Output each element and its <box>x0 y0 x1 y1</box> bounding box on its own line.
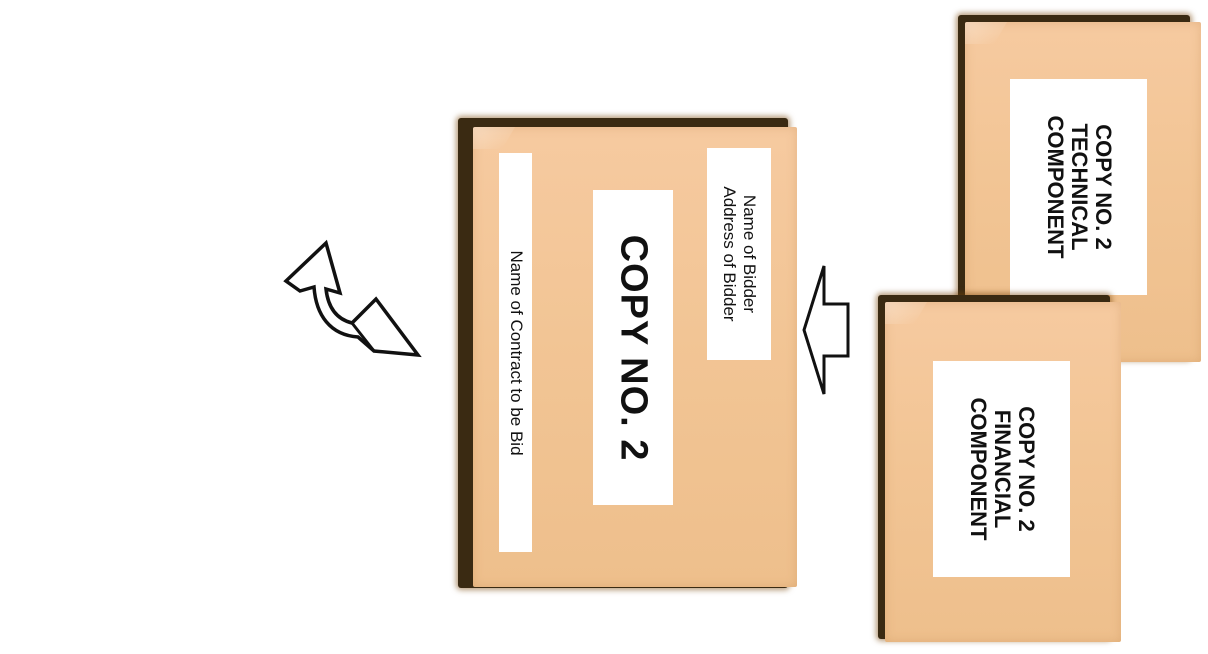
contract-name-label: Name of Contract to be Bid <box>499 153 532 552</box>
main-envelope: Name of Contract to be Bid COPY NO. 2 Na… <box>455 113 800 590</box>
copy-number-label: COPY NO. 2 <box>593 190 673 505</box>
bidder-name-text: Name of Bidder <box>740 194 759 314</box>
bidder-info-text: Name of Bidder Address of Bidder <box>719 186 759 321</box>
financial-label: COPY NO. 2 FINANCIAL COMPONENT <box>933 361 1070 577</box>
envelope-flap <box>965 22 1007 44</box>
insert-arrow-icon <box>802 265 850 395</box>
financial-line-2: FINANCIAL <box>989 409 1015 529</box>
technical-line-2: TECHNICAL <box>1066 123 1092 251</box>
financial-label-text: COPY NO. 2 FINANCIAL COMPONENT <box>965 397 1039 541</box>
bidder-info-label: Name of Bidder Address of Bidder <box>707 148 771 360</box>
envelope-flap <box>473 127 515 149</box>
technical-label: COPY NO. 2 TECHNICAL COMPONENT <box>1010 79 1147 295</box>
curved-arrow-icon <box>283 239 422 358</box>
financial-line-3: COMPONENT <box>965 397 991 541</box>
financial-line-1: COPY NO. 2 <box>1013 406 1039 532</box>
technical-line-3: COMPONENT <box>1042 115 1068 259</box>
copy-number-text: COPY NO. 2 <box>612 234 655 461</box>
envelope-flap <box>885 302 927 324</box>
financial-envelope: COPY NO. 2 FINANCIAL COMPONENT <box>875 292 1125 644</box>
bidder-address-text: Address of Bidder <box>720 186 739 322</box>
contract-name-text: Name of Contract to be Bid <box>506 249 526 456</box>
technical-line-1: COPY NO. 2 <box>1090 124 1116 250</box>
technical-label-text: COPY NO. 2 TECHNICAL COMPONENT <box>1042 115 1116 259</box>
